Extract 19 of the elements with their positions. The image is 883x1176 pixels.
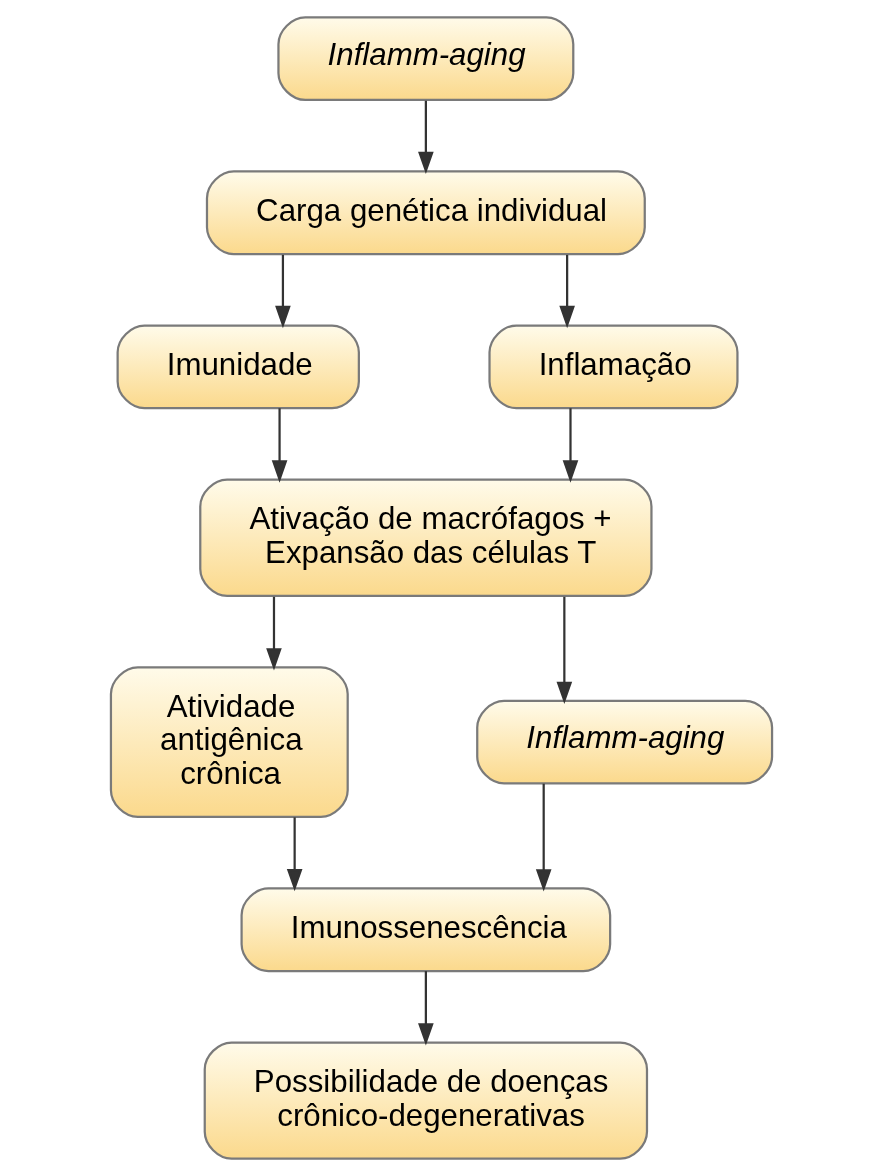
node-box: Imunossenescência	[240, 887, 612, 973]
node-box: Carga genética individual	[205, 170, 646, 256]
arrow	[271, 408, 288, 483]
arrow	[266, 596, 282, 671]
arrow	[556, 596, 573, 704]
arrow	[418, 100, 434, 175]
arrow	[535, 783, 552, 892]
node-box: Inflamm-aging	[476, 699, 774, 785]
node-box: Ativação de macrófagos + Expansão das células T	[199, 478, 653, 597]
arrow	[562, 408, 579, 483]
node-box: Possibilidade de doenças crônico-degenerativas	[203, 1041, 649, 1160]
node-box: Atividade antigênica crônica	[109, 666, 349, 819]
node-box: Inflamm-aging	[277, 16, 575, 102]
arrow	[418, 971, 434, 1046]
node-box: Inflamação	[488, 324, 739, 410]
node-box: Imunidade	[116, 324, 360, 410]
arrow	[559, 254, 575, 329]
arrow	[286, 817, 303, 892]
arrow	[275, 254, 291, 329]
